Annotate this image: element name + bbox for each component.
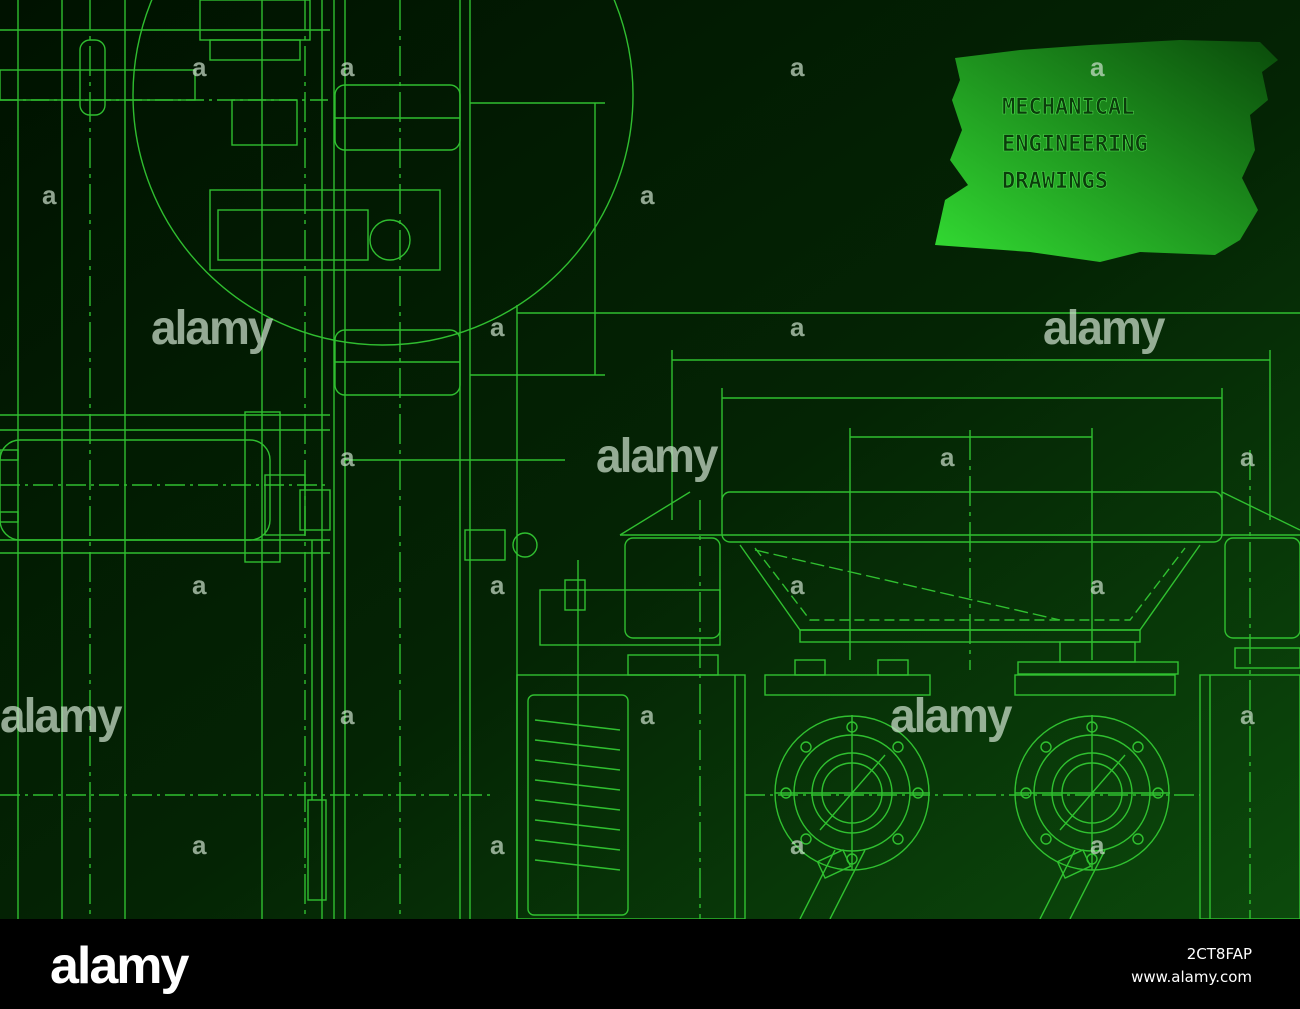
watermark-letter: a (640, 180, 655, 210)
title-line-1: MECHANICAL (1002, 95, 1135, 120)
engineering-drawing (0, 0, 1300, 919)
watermark-letter: a (490, 312, 505, 342)
footer-logo: alamy (50, 937, 189, 995)
watermark-letter: a (1090, 570, 1105, 600)
watermark-letter: a (1090, 830, 1105, 860)
watermark: alamy (1043, 299, 1165, 355)
watermark: alamy (596, 427, 718, 483)
watermark-letter: a (640, 700, 655, 730)
watermark-letter: a (1240, 442, 1255, 472)
watermark-letter: a (490, 570, 505, 600)
title-line-3: DRAWINGS (1002, 169, 1109, 194)
watermark-letter: a (192, 570, 207, 600)
watermark: alamy (151, 299, 273, 355)
watermark: alamy (0, 687, 122, 743)
footer-bar (0, 919, 1300, 1009)
title-line-2: ENGINEERING (1002, 132, 1148, 157)
watermark-letter: a (790, 570, 805, 600)
watermark-letter: a (790, 830, 805, 860)
watermark-letter: a (1240, 700, 1255, 730)
watermark: alamy (890, 687, 1012, 743)
watermark-letter: a (42, 180, 57, 210)
watermark-letter: a (340, 442, 355, 472)
watermark-letter: a (490, 830, 505, 860)
footer-image-id: 2CT8FAP (1186, 945, 1252, 963)
footer-url: www.alamy.com (1131, 968, 1252, 986)
title-blob (935, 40, 1278, 262)
watermark-letter: a (790, 52, 805, 82)
watermark-letter: a (340, 52, 355, 82)
watermark-letter: a (790, 312, 805, 342)
watermark-letter: a (340, 700, 355, 730)
watermark-letter: a (1090, 52, 1105, 82)
watermark-letter: a (192, 830, 207, 860)
watermark-letter: a (940, 442, 955, 472)
watermark-letter: a (192, 52, 207, 82)
